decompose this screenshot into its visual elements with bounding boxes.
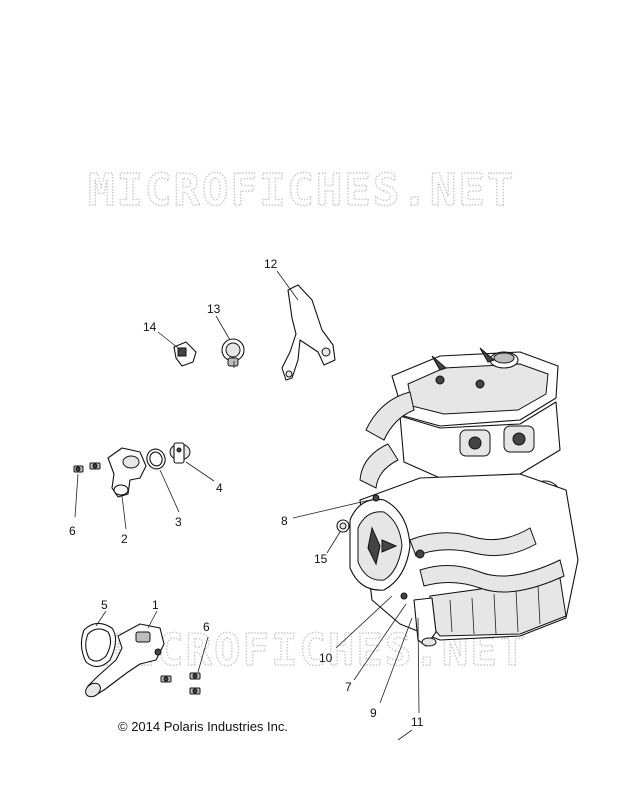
callout-11: 11 bbox=[411, 715, 424, 729]
callout-12: 12 bbox=[264, 257, 278, 271]
water-outlet bbox=[85, 623, 165, 698]
callout-14: 14 bbox=[143, 320, 157, 334]
gasket bbox=[80, 622, 117, 668]
connector-part bbox=[173, 341, 197, 367]
bracket-part bbox=[281, 284, 336, 381]
callout-4: 4 bbox=[216, 481, 223, 495]
callout-5: 5 bbox=[101, 598, 108, 612]
screws-upper bbox=[73, 462, 101, 473]
engine-assembly bbox=[349, 347, 579, 647]
plug-part bbox=[336, 519, 350, 533]
copyright-notice: © 2014 Polaris Industries Inc. bbox=[118, 719, 288, 734]
callout-13: 13 bbox=[207, 302, 221, 316]
watermark-top: MICROFICHES.NET bbox=[88, 165, 515, 216]
callout-7: 7 bbox=[345, 680, 352, 694]
leader-lines bbox=[74, 270, 420, 741]
callout-8: 8 bbox=[281, 514, 288, 528]
callout-1: 1 bbox=[152, 598, 159, 612]
screws-lower bbox=[160, 672, 201, 695]
callout-3: 3 bbox=[175, 515, 182, 529]
o-ring bbox=[146, 448, 166, 470]
clamp-part bbox=[221, 338, 245, 368]
callout-2: 2 bbox=[121, 532, 128, 546]
callout-10: 10 bbox=[319, 651, 333, 665]
callout-9: 9 bbox=[370, 706, 377, 720]
thermostat bbox=[169, 442, 191, 464]
callout-6-lower: 6 bbox=[203, 620, 210, 634]
thermostat-housing bbox=[107, 447, 147, 498]
callout-15: 15 bbox=[314, 552, 328, 566]
callout-6-upper: 6 bbox=[69, 524, 76, 538]
